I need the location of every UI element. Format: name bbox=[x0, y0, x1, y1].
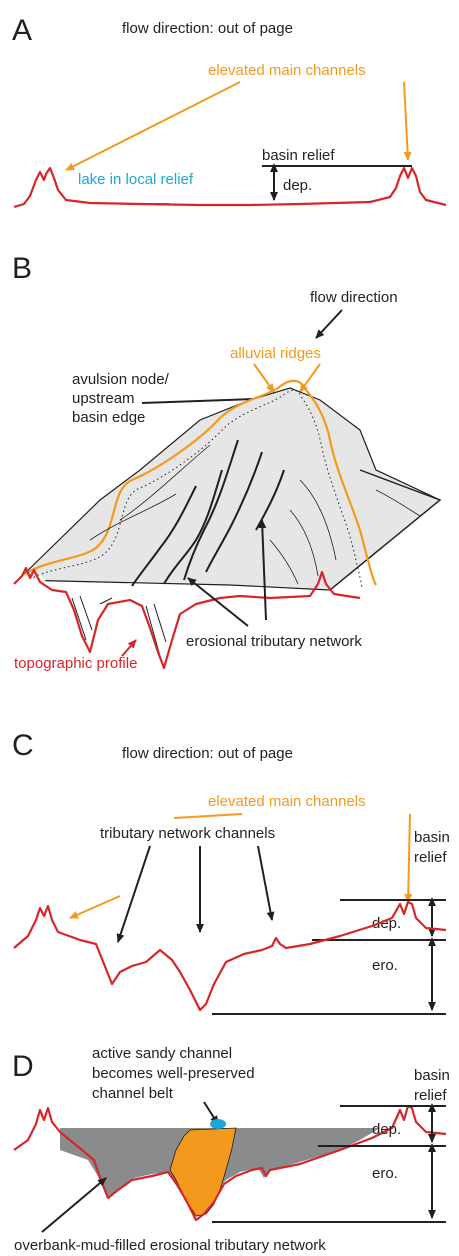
panel-c-flow-direction: flow direction: out of page bbox=[122, 745, 293, 762]
panel-a-basin-relief-label: basin relief bbox=[262, 147, 335, 164]
panel-b-flow-arrow bbox=[316, 310, 342, 338]
panel-c: C flow direction: out of page elevated m… bbox=[12, 729, 450, 1014]
panel-a-elevated-channels-label: elevated main channels bbox=[208, 62, 366, 79]
panel-a-right-channel-arrow bbox=[404, 82, 408, 160]
panel-b-flow-direction: flow direction bbox=[310, 289, 398, 306]
panel-a-letter: A bbox=[12, 14, 32, 47]
panel-d-active-line2: becomes well-preserved bbox=[92, 1065, 255, 1082]
panel-b-avulsion-line1: avulsion node/ bbox=[72, 371, 170, 388]
panel-c-tributary-arrow-3 bbox=[258, 846, 272, 920]
panel-c-letter: C bbox=[12, 729, 34, 762]
panel-b-topographic-label: topographic profile bbox=[14, 655, 137, 672]
panel-b: B flow direction alluvial ridges avulsio… bbox=[12, 252, 440, 672]
panel-b-letter: B bbox=[12, 252, 32, 285]
panel-d-active-line1: active sandy channel bbox=[92, 1045, 232, 1062]
panel-d-active-line3: channel belt bbox=[92, 1085, 174, 1102]
panel-b-alluvial-ridges-label: alluvial ridges bbox=[230, 345, 321, 362]
panel-d-overbank-arrow bbox=[42, 1178, 106, 1232]
panel-b-front-face bbox=[14, 574, 230, 666]
panel-a-left-channel-arrow bbox=[66, 82, 240, 170]
panel-c-basin-line1: basin bbox=[414, 829, 450, 846]
panel-d-letter: D bbox=[12, 1050, 34, 1083]
panel-b-ridge-arrow-left bbox=[254, 364, 274, 392]
panel-c-orange-leader bbox=[174, 814, 242, 818]
panel-a-dep-label: dep. bbox=[283, 177, 312, 194]
panel-c-tributary-arrow-1 bbox=[118, 846, 150, 942]
panel-a: A flow direction: out of page elevated m… bbox=[12, 14, 446, 207]
panel-b-tributary-label: erosional tributary network bbox=[186, 633, 362, 650]
panel-d-basin-line2: relief bbox=[414, 1087, 447, 1104]
panel-c-elevated-channels-label: elevated main channels bbox=[208, 793, 366, 810]
panel-d-basin-line1: basin bbox=[414, 1067, 450, 1084]
panel-c-tributary-label: tributary network channels bbox=[100, 825, 275, 842]
panel-b-profile-arrow bbox=[122, 640, 136, 656]
panel-d-dep-label: dep. bbox=[372, 1121, 401, 1138]
panel-d-active-channel bbox=[210, 1119, 226, 1129]
panel-c-basin-line2: relief bbox=[414, 849, 447, 866]
panel-c-left-channel-arrow bbox=[70, 896, 120, 918]
panel-b-ridge-arrow-right bbox=[300, 364, 320, 392]
panel-b-avulsion-line2: upstream bbox=[72, 390, 135, 407]
panel-a-lake-label: lake in local relief bbox=[78, 171, 194, 188]
panel-d-overbank-label: overbank-mud-filled erosional tributary … bbox=[14, 1237, 326, 1254]
panel-c-ero-label: ero. bbox=[372, 957, 398, 974]
panel-a-flow-direction: flow direction: out of page bbox=[122, 20, 293, 37]
panel-c-right-channel-arrow bbox=[408, 814, 410, 902]
panel-d: D active sandy channel becomes well-pres… bbox=[12, 1045, 450, 1254]
panel-b-avulsion-line3: basin edge bbox=[72, 409, 145, 426]
panel-d-ero-label: ero. bbox=[372, 1165, 398, 1182]
